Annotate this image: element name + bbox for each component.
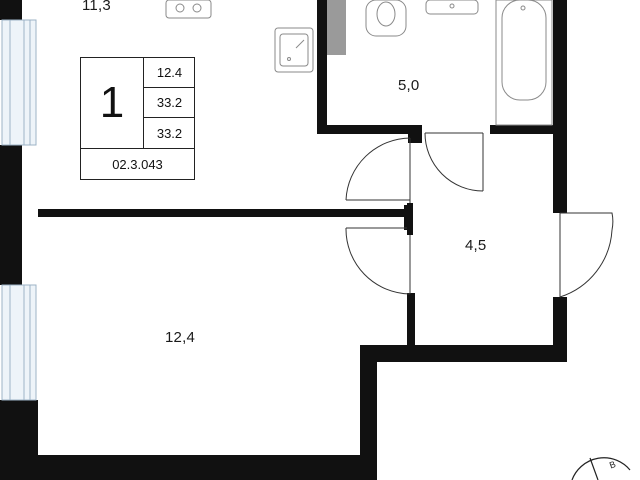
bathtub-icon xyxy=(495,0,553,126)
window-lower xyxy=(1,284,37,401)
sink-icon xyxy=(274,27,314,73)
room-count: 1 xyxy=(81,58,144,148)
door-swing-kitchen xyxy=(345,137,411,208)
living-room-area-label: 12,4 xyxy=(165,329,195,346)
window-upper xyxy=(1,19,37,146)
kitchen-area-label: 11,3 xyxy=(82,0,111,14)
hall-wall-right-lower xyxy=(553,297,567,352)
bathroom-wall-bottom-left xyxy=(317,125,419,134)
hall-wall-right-upper xyxy=(553,205,567,213)
hall-area-label: 4,5 xyxy=(465,237,487,254)
toilet-icon xyxy=(365,0,407,37)
bathroom-wall-bottom-right xyxy=(490,125,567,134)
washbasin-icon xyxy=(425,0,479,15)
bottom-wall-step xyxy=(360,345,377,475)
partition-wall xyxy=(38,209,410,217)
bottom-wall-right xyxy=(360,345,567,362)
bathroom-wall-right xyxy=(553,0,567,212)
compass-direction-letter: В xyxy=(608,459,617,470)
bathroom-door-jamb xyxy=(408,125,422,143)
door-swing-entrance xyxy=(559,212,614,298)
door-swing-bathroom xyxy=(424,132,484,192)
total-area-value: 33.2 xyxy=(144,88,195,118)
hall-wall-left-lower xyxy=(407,293,415,350)
bathroom-area-label: 5,0 xyxy=(398,77,420,94)
door-swing-living xyxy=(345,227,411,295)
apartment-info-badge: 1 12.4 33.2 33.2 02.3.043 xyxy=(80,57,195,180)
stove-icon xyxy=(165,0,212,19)
compass-icon xyxy=(571,457,631,480)
hall-wall-stub xyxy=(407,203,413,235)
ventilation-shaft xyxy=(327,0,346,55)
apartment-code: 02.3.043 xyxy=(81,148,194,180)
total-area-value-2: 33.2 xyxy=(156,125,183,141)
bottom-wall-left xyxy=(22,455,377,480)
living-area-value: 12.4 xyxy=(144,58,195,88)
bathroom-wall-left xyxy=(317,0,327,133)
